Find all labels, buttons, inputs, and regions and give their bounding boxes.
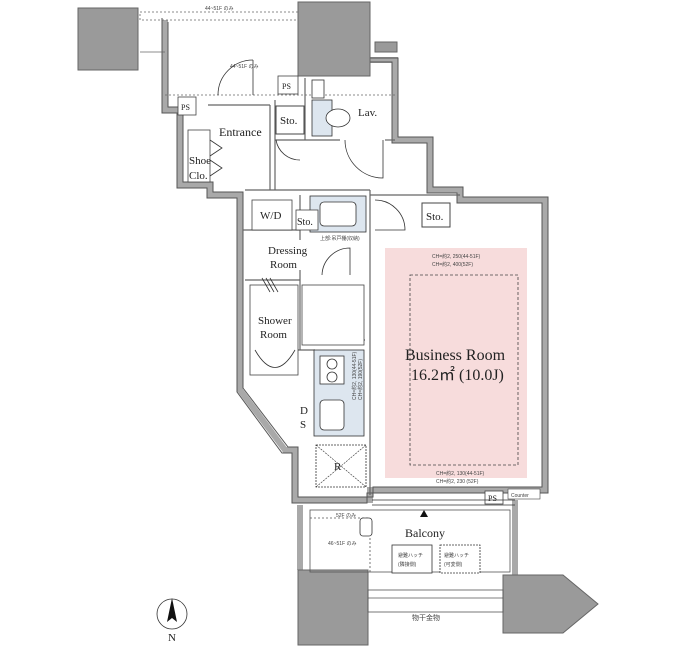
shoe-closet-label-2: Clo.: [189, 170, 208, 182]
top-dim-note: 44~51F のみ: [205, 6, 234, 12]
ps-left-box: [177, 96, 197, 116]
column-top-mid: [297, 1, 371, 77]
toilet-tank: [311, 79, 325, 99]
storage-dressing-box: [295, 209, 319, 231]
business-room-area-label: 16.2㎡ (10.0J): [411, 366, 504, 384]
storage-dressing-label: Sto.: [297, 217, 313, 228]
hatch-2-label-2: (可変側): [444, 561, 463, 568]
shower-door-mark[interactable]: [261, 277, 279, 293]
balcony-entry-arrow: [420, 510, 428, 517]
ds-label-d: D: [300, 405, 308, 417]
balcony-label: Balcony: [405, 526, 445, 540]
refrigerator-label: R: [334, 461, 342, 473]
hatch-1-label-1: 避難ハッチ: [398, 552, 423, 559]
business-room-door[interactable]: [374, 199, 406, 231]
kitchen-ch-note-1: CH=約2, 130(44-51F): [351, 351, 358, 400]
hatch-2-box: [439, 544, 481, 574]
ps-top-label: PS: [282, 82, 291, 91]
dressing-label-1: Dressing: [268, 245, 308, 257]
storage-right-box: [421, 202, 451, 228]
business-bottom-note-1: CH=約2, 130(44-51F): [436, 470, 485, 477]
vanity-basin: [319, 201, 357, 227]
business-ceiling-note-2: CH=約2, 400(52F): [432, 261, 473, 268]
shower-tub-curve: [254, 349, 296, 368]
hatch-1-box: [391, 544, 433, 574]
storage-top-door[interactable]: [275, 139, 301, 161]
compass-label: N: [168, 632, 176, 644]
toilet-bowl: [325, 108, 351, 128]
entrance-label: Entrance: [219, 125, 262, 139]
kitchen-sink: [319, 399, 345, 431]
outer-walls: [162, 20, 548, 580]
balcony-small-note: 52F のみ: [336, 513, 356, 519]
column-top-left: [77, 7, 139, 71]
ps-left-label: PS: [181, 103, 190, 112]
lavatory-label: Lav.: [358, 107, 377, 119]
ds-label-s: S: [300, 419, 306, 431]
shower-label-1: Shower: [258, 315, 292, 327]
business-room-area: [385, 248, 527, 478]
ps-bottom-label: PS: [488, 494, 497, 503]
shoe-closet-label-1: Shoe: [189, 155, 211, 167]
storage-top-box: [275, 105, 305, 135]
business-room-dashed-outline: [409, 274, 519, 466]
column-bottom-left: [297, 569, 369, 646]
shower-cabinet: [301, 284, 365, 346]
ps-top-box: [277, 75, 299, 95]
shower-label-2: Room: [260, 329, 287, 341]
entrance-dim-note: 44~51F のみ: [230, 64, 259, 70]
counter-box: [507, 488, 541, 500]
business-bottom-note-2: CH=約2, 230 (52F): [436, 478, 479, 485]
stove: [319, 355, 345, 385]
drying-rack-label: 物干金物: [412, 613, 440, 622]
kitchen-ch-note-2: CH=約2, 190(52F): [357, 359, 364, 400]
upper-floor-outline: [139, 11, 395, 96]
hatch-1-label-2: (隣接側): [398, 561, 417, 568]
refrigerator-diag-1: [315, 444, 367, 488]
refrigerator-diag-2: [315, 444, 367, 488]
business-ceiling-note-1: CH=約2, 250(44-51F): [432, 253, 481, 260]
washer-label: W/D: [260, 210, 281, 222]
balcony-left-note: 46~51F のみ: [328, 541, 357, 547]
balcony-drain: [359, 517, 373, 537]
washer-box: [251, 199, 293, 231]
column-bottom-right: [502, 574, 599, 634]
counter-label: Counter: [511, 493, 529, 499]
small-column-top-right: [374, 41, 398, 53]
stove-burner-2: [326, 371, 338, 383]
business-room-label: Business Room: [405, 347, 506, 364]
balcony-window: [372, 499, 515, 506]
balcony-railing: [367, 589, 504, 613]
storage-ceiling-note: 上部:吊戸棚(収納): [320, 235, 360, 242]
stove-burner-1: [326, 358, 338, 370]
storage-top-label: Sto.: [280, 115, 298, 127]
north-compass: N: [156, 598, 188, 644]
dressing-label-2: Room: [270, 259, 297, 271]
ps-bottom-box: [484, 490, 504, 505]
entrance-door[interactable]: [217, 59, 254, 96]
hatch-2-label-1: 避難ハッチ: [444, 552, 469, 559]
dressing-door[interactable]: [321, 247, 351, 276]
lavatory-door[interactable]: [344, 139, 384, 179]
shoe-closet-doors[interactable]: [209, 139, 223, 177]
storage-right-label: Sto.: [426, 211, 444, 223]
